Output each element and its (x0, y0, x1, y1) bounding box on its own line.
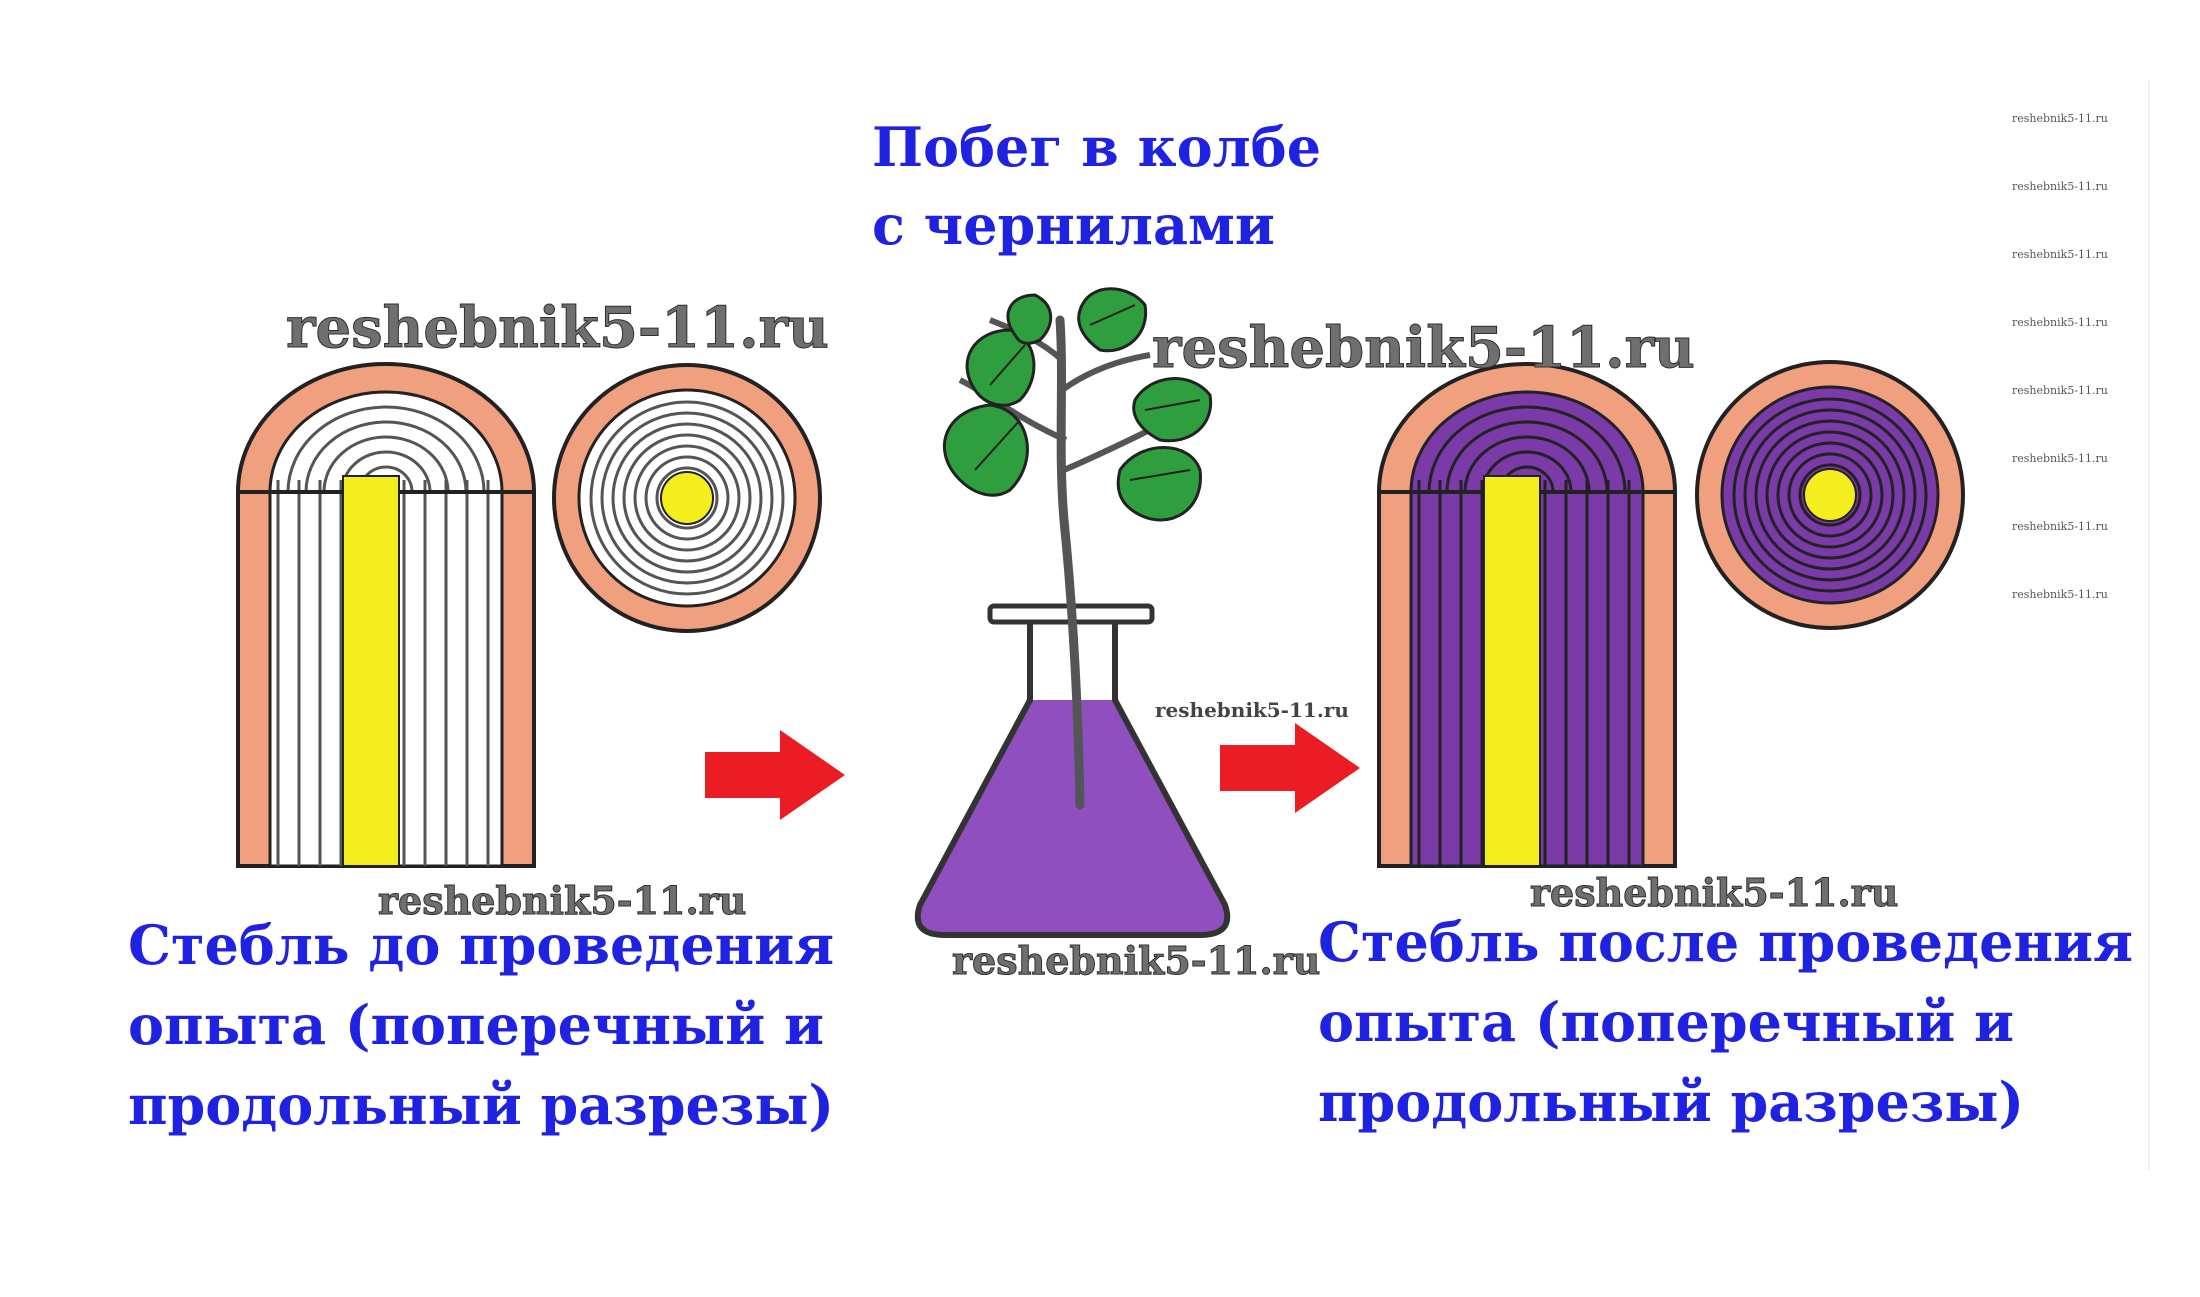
side-watermark: reshebnik5-11.ru (2012, 248, 2108, 261)
after-caption: Стебль после проведения опыта (поперечны… (1318, 910, 2133, 1134)
flask-caption: Побег в колбе с чернилами (872, 115, 1322, 257)
watermark: reshebnik5-11.ru (377, 878, 747, 924)
side-watermark: reshebnik5-11.ru (2012, 520, 2108, 533)
watermark: reshebnik5-11.ru (1155, 698, 1349, 722)
stem-before-longitudinal (236, 362, 536, 868)
leaf (942, 403, 1029, 497)
side-watermark: reshebnik5-11.ru (2012, 180, 2108, 193)
watermark: reshebnik5-11.ru (951, 938, 1321, 984)
divider (2148, 80, 2150, 1170)
side-watermark: reshebnik5-11.ru (2012, 452, 2108, 465)
watermark: reshebnik5-11.ru (1152, 315, 1696, 382)
stem-after-longitudinal (1377, 362, 1677, 868)
side-watermark: reshebnik5-11.ru (2012, 384, 2108, 397)
plant-shoot (942, 287, 1213, 810)
stem-before-cross-section (552, 363, 822, 633)
side-watermark: reshebnik5-11.ru (2012, 316, 2108, 329)
leaf (965, 328, 1036, 407)
side-watermark: reshebnik5-11.ru (2012, 588, 2108, 601)
watermark: reshebnik5-11.ru (286, 295, 830, 362)
right-arrow-icon (1220, 723, 1360, 813)
before-caption: Стебль до проведения опыта (поперечный и… (128, 913, 835, 1137)
leaf (1077, 287, 1148, 353)
side-watermark: reshebnik5-11.ru (2012, 112, 2108, 125)
leaf (1006, 293, 1053, 345)
watermark: reshebnik5-11.ru (1529, 870, 1899, 916)
right-arrow-icon (705, 730, 845, 820)
stem-after-cross-section (1695, 360, 1965, 630)
leaf (1116, 446, 1202, 522)
leaf (1132, 377, 1213, 443)
